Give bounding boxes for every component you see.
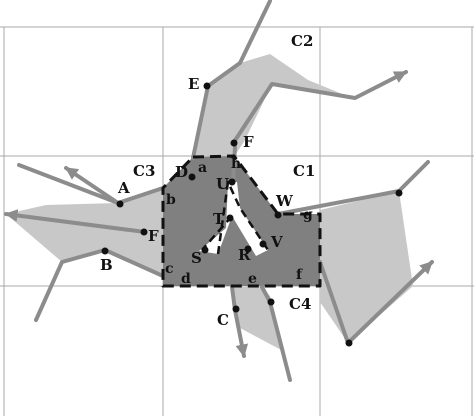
label-C3: C3 xyxy=(133,162,155,180)
label-T: T xyxy=(213,210,225,228)
point-R xyxy=(244,245,252,253)
point-F-top xyxy=(230,139,238,147)
label-S: S xyxy=(191,249,202,267)
path-left-mid xyxy=(4,209,147,234)
label-C1: C1 xyxy=(293,162,315,180)
label-f: f xyxy=(296,267,303,283)
path-left-arrow xyxy=(64,166,120,205)
label-B: B xyxy=(100,256,113,274)
label-R: R xyxy=(238,246,251,264)
point-F-left xyxy=(140,228,148,236)
label-C4: C4 xyxy=(289,295,311,313)
point-A xyxy=(116,200,124,208)
point-W xyxy=(274,211,282,219)
label-c: c xyxy=(165,261,174,277)
label-b: b xyxy=(166,192,176,208)
point-U xyxy=(228,178,236,186)
label-C: C xyxy=(217,311,229,329)
label-V: V xyxy=(270,233,283,251)
light-region-left xyxy=(6,188,163,276)
light-region-top xyxy=(193,54,352,158)
point-E xyxy=(203,82,211,90)
label-a: a xyxy=(198,160,207,176)
label-d: d xyxy=(181,271,191,287)
point-right-bottom xyxy=(345,339,353,347)
point-T xyxy=(226,214,234,222)
dashed-slit-boundary-2 xyxy=(201,215,233,251)
dashed-boundary xyxy=(161,154,322,288)
slit xyxy=(199,182,268,256)
label-F-left: F xyxy=(148,227,159,245)
light-region-right xyxy=(320,191,413,343)
point-right-top xyxy=(395,189,403,197)
point-C xyxy=(232,305,240,313)
label-e: e xyxy=(248,271,257,287)
path-inner-u xyxy=(231,145,237,184)
path-left-lower xyxy=(34,248,165,322)
label-W: W xyxy=(275,192,294,210)
label-E: E xyxy=(188,75,199,93)
point-D xyxy=(188,173,196,181)
point-bottom-right xyxy=(267,298,275,306)
label-F-top: F xyxy=(243,133,254,151)
path-top-right xyxy=(232,70,408,144)
label-g: g xyxy=(303,207,313,223)
point-V xyxy=(259,240,267,248)
label-D: D xyxy=(175,163,188,181)
points xyxy=(101,82,403,347)
point-S xyxy=(201,246,209,254)
label-A: A xyxy=(117,179,130,197)
label-h: h xyxy=(231,156,241,172)
path-top xyxy=(191,0,272,160)
label-U: U xyxy=(216,175,229,193)
point-B xyxy=(101,247,109,255)
label-C2: C2 xyxy=(291,32,313,50)
